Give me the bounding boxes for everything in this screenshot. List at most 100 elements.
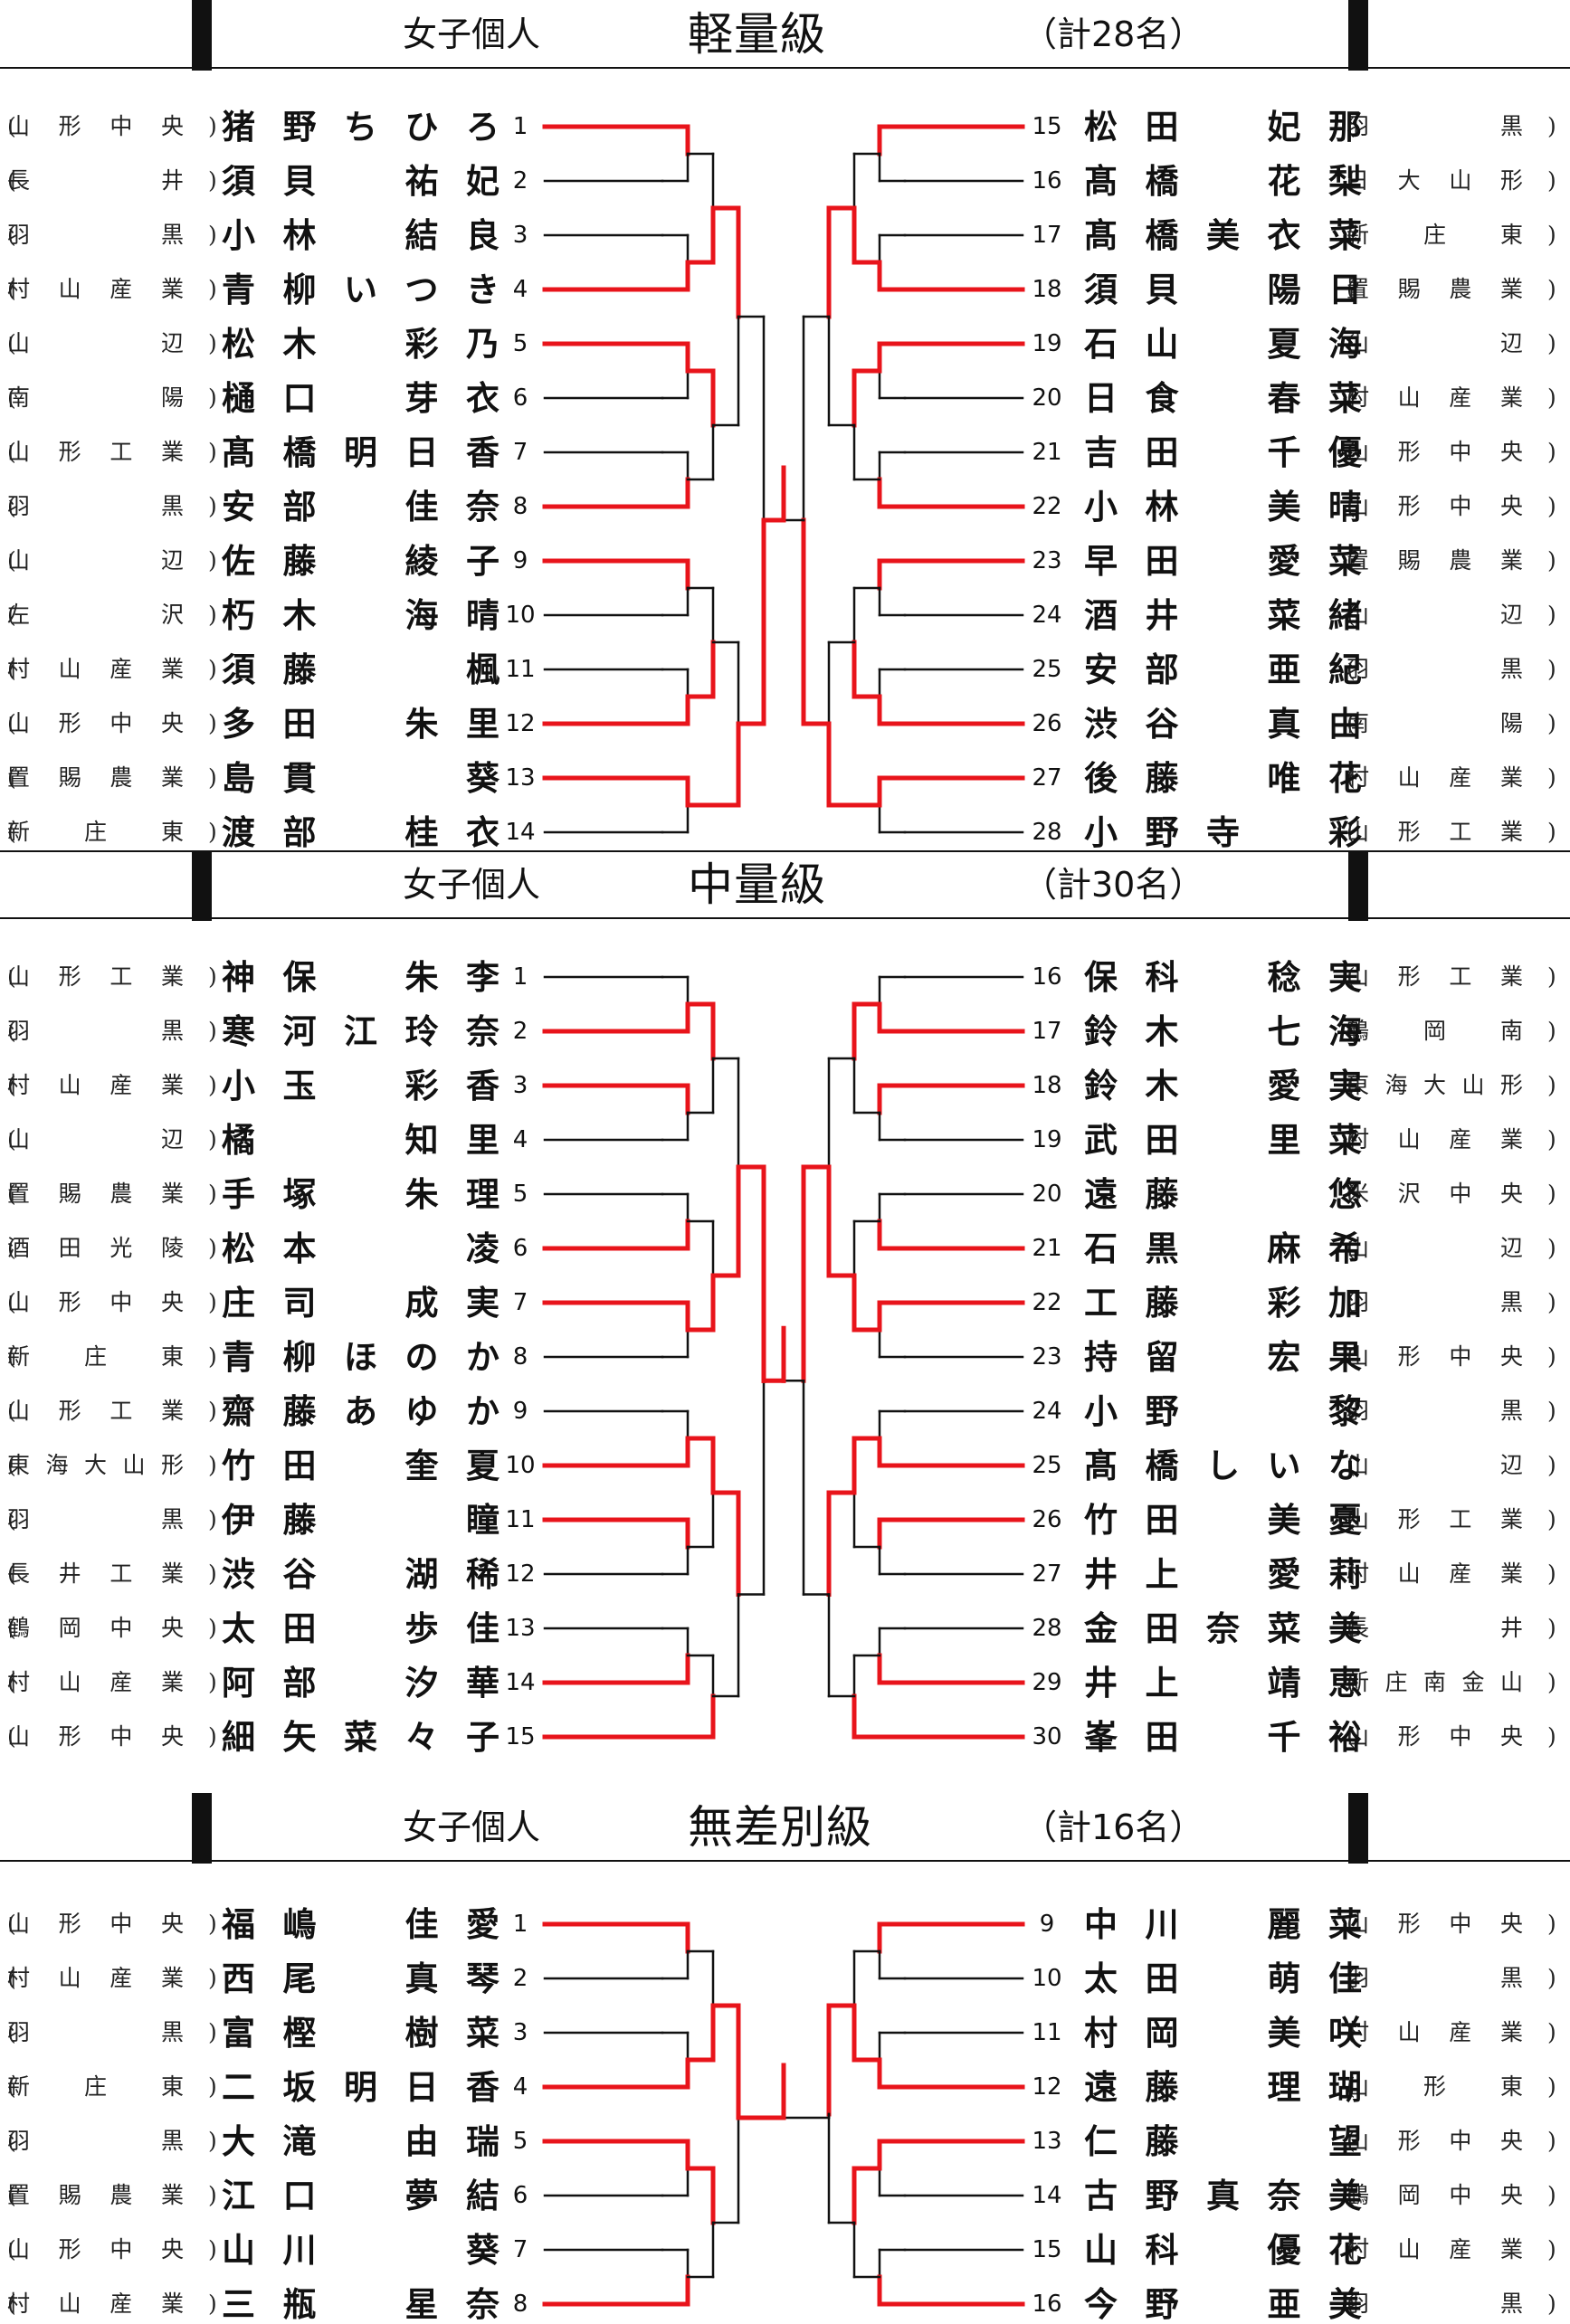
school-char: 東 bbox=[161, 1343, 185, 1370]
school-char: 南 bbox=[1500, 1018, 1524, 1044]
paren-open: ( bbox=[1346, 656, 1356, 682]
name-char: 朽 bbox=[222, 595, 255, 635]
name-char: 藤 bbox=[1145, 2067, 1179, 2107]
name-char: 彩 bbox=[404, 324, 439, 364]
school-char: 山 bbox=[7, 439, 31, 465]
name-char: 多 bbox=[222, 704, 255, 744]
name-char: 夏 bbox=[1267, 324, 1301, 364]
school-char: 東 bbox=[1346, 1072, 1370, 1098]
name-char: 田 bbox=[282, 1608, 317, 1648]
school-char: 庄 bbox=[84, 1343, 108, 1370]
name-char: 藤 bbox=[1145, 758, 1179, 798]
name-char: 千 bbox=[1267, 432, 1301, 472]
school-char: 工 bbox=[109, 439, 133, 465]
school-char: 産 bbox=[109, 1072, 133, 1098]
name-char: 奎 bbox=[404, 1446, 439, 1485]
entrant-number: 5 bbox=[512, 330, 528, 357]
school-char: 山 bbox=[1461, 1072, 1485, 1098]
name-char: 尾 bbox=[282, 1959, 317, 1998]
name-char: 海 bbox=[1328, 1011, 1362, 1051]
name-char: 優 bbox=[1267, 2230, 1301, 2270]
entrant-number: 19 bbox=[1032, 330, 1062, 357]
school-char: 工 bbox=[109, 1398, 133, 1424]
header-rule bbox=[0, 917, 1570, 919]
name-char: 樋 bbox=[222, 378, 255, 418]
name-char: 柳 bbox=[282, 1337, 317, 1377]
school-char: 賜 bbox=[58, 2182, 81, 2208]
school-char: 山 bbox=[1346, 2073, 1370, 2100]
school-char: 大 bbox=[84, 1452, 108, 1478]
entrant-number: 20 bbox=[1032, 384, 1062, 412]
entrant-row: 羽 黒(羽黒)小林 結良小林結良3 bbox=[0, 217, 1570, 253]
name-char: 佳 bbox=[404, 1904, 439, 1944]
paren-close: ) bbox=[1547, 1398, 1556, 1424]
school-char: 南 bbox=[7, 384, 31, 411]
name-char: 美 bbox=[1267, 1500, 1301, 1540]
paren-open: ( bbox=[1346, 1452, 1356, 1478]
name-char: 谷 bbox=[282, 1554, 317, 1594]
paren-open: ( bbox=[7, 710, 16, 736]
name-char: 谷 bbox=[1145, 704, 1179, 744]
school-char: 羽 bbox=[1346, 656, 1370, 682]
name-char: 井 bbox=[1145, 595, 1179, 635]
name-char: 髙 bbox=[222, 432, 255, 472]
paren-open: ( bbox=[7, 764, 16, 791]
school-char: 山 bbox=[7, 1126, 31, 1153]
name-char: 衣 bbox=[1267, 215, 1301, 255]
school-char: 形 bbox=[1397, 1343, 1421, 1370]
entrant-row: 新 庄 東(新庄東)青柳ほのか青柳ほのか8 bbox=[0, 1339, 1570, 1375]
name-char: 林 bbox=[282, 215, 317, 255]
name-char: 奈 bbox=[1206, 1608, 1240, 1648]
name-char: 貝 bbox=[282, 161, 317, 201]
school-char: 黒 bbox=[1500, 2291, 1524, 2317]
paren-close: ) bbox=[208, 1911, 217, 1937]
header-rule bbox=[0, 67, 1570, 69]
school-char: 村 bbox=[7, 1072, 31, 1098]
entrant-number: 6 bbox=[512, 1235, 528, 1262]
name-char: 細 bbox=[222, 1717, 255, 1757]
paren-open: ( bbox=[7, 602, 16, 628]
school-char: 形 bbox=[161, 1452, 185, 1478]
name-char: 太 bbox=[222, 1608, 255, 1648]
weight-class-title: 軽量級 bbox=[688, 8, 826, 61]
school-char: 村 bbox=[7, 1669, 31, 1695]
school-char: 東 bbox=[7, 1452, 31, 1478]
paren-close: ) bbox=[1547, 439, 1556, 465]
name-char: 明 bbox=[344, 432, 377, 472]
school-char: 山 bbox=[1346, 1343, 1370, 1370]
paren-close: ) bbox=[1547, 1235, 1556, 1261]
entrant-number: 3 bbox=[512, 222, 528, 249]
school-char: 辺 bbox=[1500, 330, 1524, 356]
name-char: 野 bbox=[1145, 2176, 1179, 2215]
school-char: 山 bbox=[1346, 602, 1370, 628]
entrant-number: 11 bbox=[1032, 2019, 1062, 2046]
name-char: 菜 bbox=[1328, 378, 1362, 418]
school-char: 農 bbox=[1449, 276, 1472, 302]
header-post-right bbox=[1348, 850, 1368, 921]
paren-close: ) bbox=[208, 2236, 217, 2262]
paren-open: ( bbox=[1346, 2291, 1356, 2317]
name-char: 木 bbox=[1145, 1011, 1179, 1051]
school-char: 央 bbox=[161, 1723, 185, 1750]
school-char: 村 bbox=[7, 656, 31, 682]
name-char: 小 bbox=[1084, 812, 1118, 852]
school-char: 賜 bbox=[58, 764, 81, 791]
school-char: 羽 bbox=[1346, 1965, 1370, 1991]
paren-open: ( bbox=[1346, 1289, 1356, 1315]
school-char: 山 bbox=[7, 1723, 31, 1750]
school-char: 山 bbox=[7, 547, 31, 574]
entrant-number: 14 bbox=[505, 819, 536, 846]
school-char: 辺 bbox=[1500, 1235, 1524, 1261]
school-char: 井 bbox=[58, 1560, 81, 1587]
name-char: ろ bbox=[466, 107, 500, 147]
name-char: 福 bbox=[222, 1904, 255, 1944]
